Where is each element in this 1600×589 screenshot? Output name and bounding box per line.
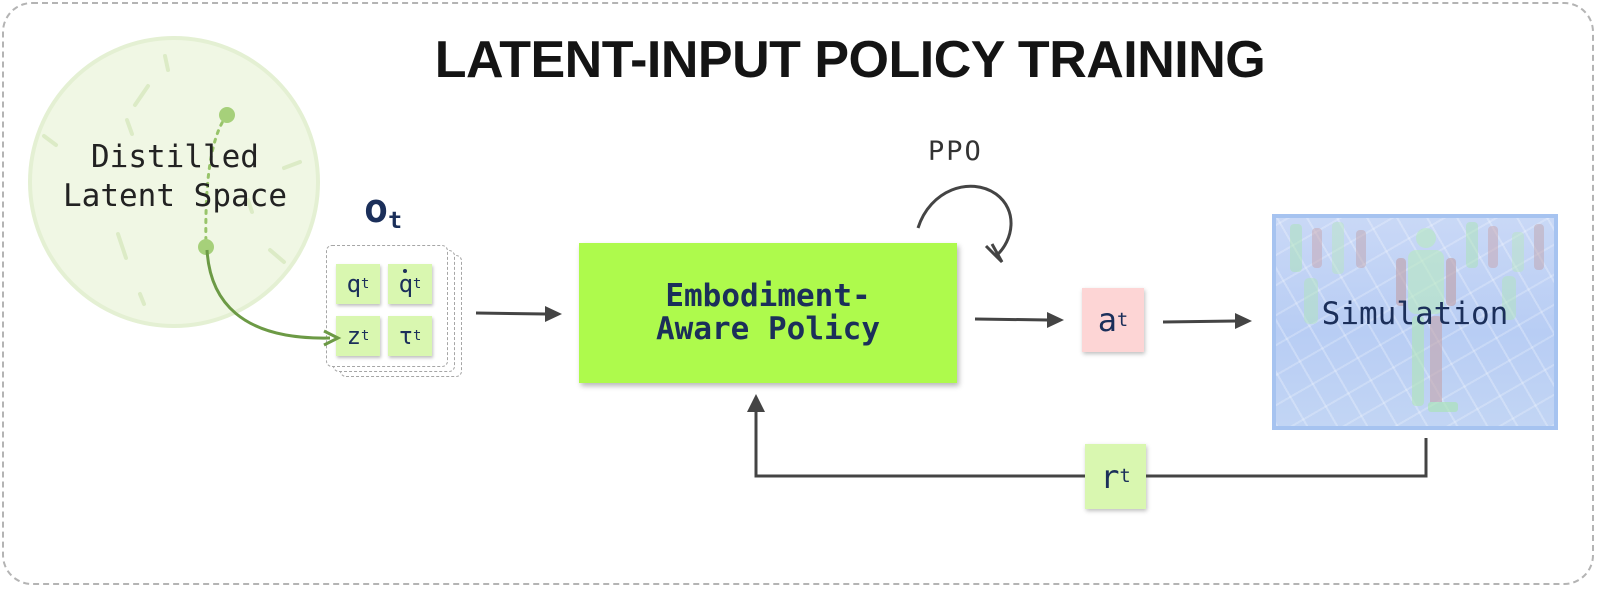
robot-leg	[1430, 316, 1442, 406]
simulation-label: Simulation	[1321, 296, 1509, 332]
latent-tick	[246, 198, 254, 214]
latent-trajectory	[204, 113, 229, 248]
latent-point-start	[219, 107, 235, 123]
arrow-latent-to-zt	[205, 249, 331, 340]
latent-tick	[133, 84, 150, 107]
observation-label: ot	[364, 186, 402, 234]
arrow-policy-to-action	[974, 317, 1049, 322]
page-title: LATENT-INPUT POLICY TRAINING	[434, 31, 1266, 89]
observation-subscript: t	[388, 206, 403, 234]
latent-tick	[163, 54, 170, 72]
policy-label-line1: Embodiment-	[665, 278, 871, 314]
action-symbol: a	[1097, 301, 1118, 339]
arrowhead	[1047, 312, 1064, 328]
arrowhead	[984, 243, 1004, 264]
policy-label-line2: Aware Policy	[656, 311, 880, 347]
arrowhead	[545, 306, 562, 322]
robot-arm	[1396, 258, 1406, 306]
robot-figure	[1466, 222, 1478, 268]
tile-symbol: q	[398, 269, 414, 298]
latent-point-end	[198, 239, 214, 255]
simulation-robots	[1290, 222, 1544, 412]
robot-figure	[1534, 224, 1544, 270]
tile-symbol: τ	[398, 322, 414, 350]
tile-subscript: t	[361, 328, 370, 344]
latent-label-line1: Distilled	[91, 139, 259, 175]
latent-tick	[282, 160, 302, 170]
latent-tick-marks	[42, 54, 302, 306]
tile-subscript: t	[413, 328, 422, 344]
arrow-reward-to-policy	[754, 410, 1085, 478]
robot-torso	[1408, 250, 1444, 314]
latent-space-label: Distilled Latent Space	[30, 138, 320, 216]
tile-subscript: t	[361, 276, 370, 292]
arrow-simulation-to-reward	[1146, 438, 1428, 478]
observation-symbol: o	[364, 186, 389, 232]
latent-label-line2: Latent Space	[63, 178, 287, 214]
robot-figure	[1312, 228, 1322, 268]
latent-tick	[268, 248, 286, 264]
reward-symbol: r	[1100, 457, 1120, 496]
latent-tick	[125, 118, 134, 136]
tile-subscript: t	[413, 276, 422, 292]
robot-figure	[1356, 230, 1366, 268]
robot-figure	[1304, 278, 1318, 324]
arrowhead	[747, 394, 765, 412]
ppo-loop-arrow	[916, 184, 1013, 258]
latent-space-circle	[28, 36, 320, 328]
robot-head	[1416, 228, 1436, 248]
robot-figure	[1332, 222, 1344, 274]
tile-symbol: q	[346, 270, 362, 298]
simulation-box: Simulation	[1272, 214, 1558, 430]
ppo-label: PPO	[928, 136, 983, 167]
robot-figure	[1488, 226, 1498, 268]
robot-leg	[1412, 316, 1424, 406]
arrowhead	[1235, 313, 1252, 329]
arrow-obs-to-policy	[475, 311, 547, 316]
robot-figure	[1512, 232, 1524, 272]
latent-tick	[138, 292, 146, 306]
action-subscript: t	[1117, 309, 1129, 331]
reward-subscript: t	[1119, 466, 1131, 487]
arrowhead	[323, 329, 342, 347]
robot-foot	[1428, 402, 1458, 412]
tile-symbol: z	[346, 322, 362, 350]
latent-tick	[116, 232, 128, 260]
robot-crowd	[1290, 222, 1544, 324]
latent-tick	[42, 134, 58, 147]
arrow-action-to-simulation	[1162, 319, 1237, 324]
robot-figure	[1502, 276, 1516, 320]
policy-box: Embodiment- Aware Policy	[579, 243, 957, 383]
robot-foreground	[1396, 228, 1458, 412]
robot-arm	[1446, 258, 1456, 306]
robot-figure	[1290, 224, 1302, 272]
